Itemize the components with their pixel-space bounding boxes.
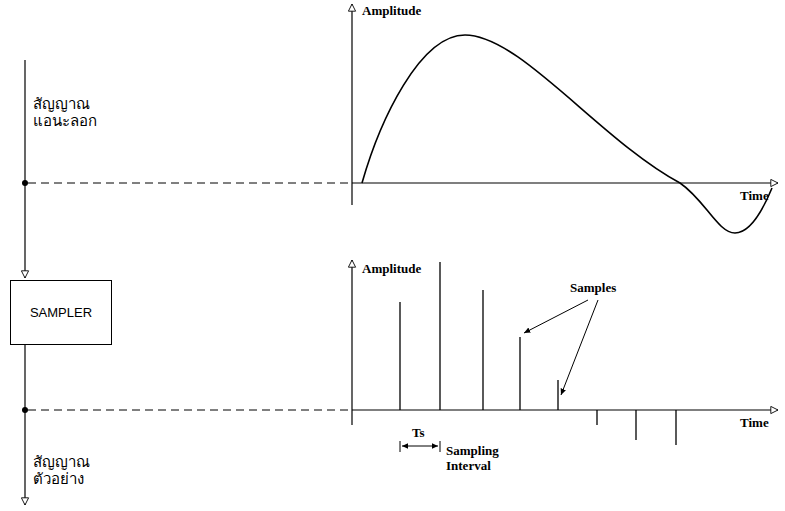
signal-flow-line [24, 60, 25, 278]
axis-label: Amplitude [362, 262, 421, 277]
axis-label: Time [740, 416, 769, 431]
sample-line [439, 262, 440, 410]
time-axis [352, 409, 778, 410]
sample-line [675, 410, 676, 445]
interval-label: Sampling Interval [446, 444, 518, 474]
axis-label: Time [740, 189, 769, 204]
dashed-guide [28, 183, 352, 184]
analog-waveform [362, 35, 772, 233]
signal-name: สัญญาณ ตัวอย่าง [33, 454, 113, 489]
amplitude-axis [351, 260, 352, 425]
sampler-box: SAMPLER [10, 280, 112, 345]
sample-line [519, 337, 520, 410]
callout-label: Samples [570, 281, 616, 296]
amplitude-axis [351, 4, 352, 205]
leader-arrow [524, 300, 588, 333]
interval-symbol: Ts [412, 426, 425, 441]
sample-line [399, 302, 400, 410]
sample-line [596, 410, 597, 425]
box-label: SAMPLER [30, 305, 92, 320]
sample-line [482, 290, 483, 410]
leader-arrow [561, 300, 598, 395]
interval-bracket [402, 446, 438, 447]
signal-name: สัญญาณ แอนะลอก [33, 96, 113, 131]
junction-dot [22, 180, 28, 186]
dashed-guide [28, 410, 352, 411]
sample-line [635, 410, 636, 440]
sample-line [557, 380, 558, 410]
interval-tick [400, 441, 401, 452]
junction-dot [22, 407, 28, 413]
signal-flow-line [24, 345, 25, 505]
time-axis [352, 182, 778, 183]
axis-label: Amplitude [362, 4, 421, 19]
interval-tick [440, 441, 441, 452]
